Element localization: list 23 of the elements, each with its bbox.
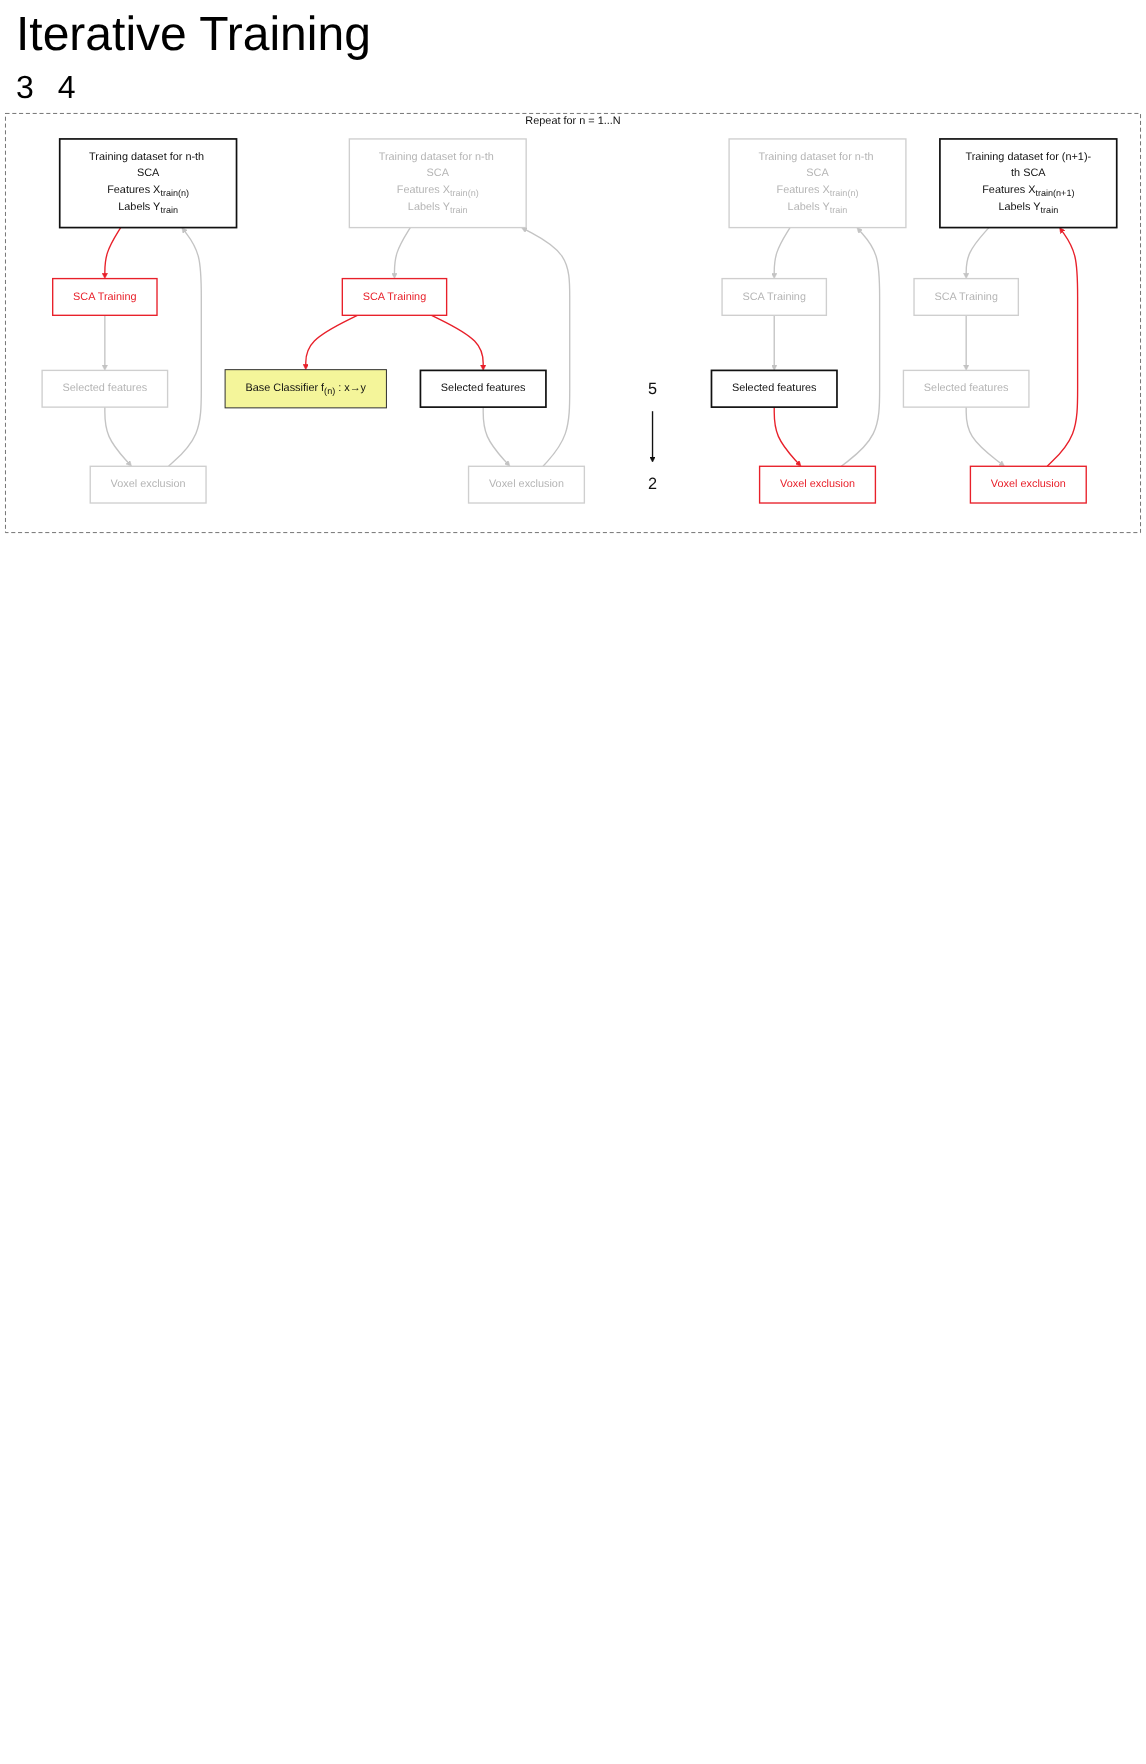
arrow bbox=[430, 314, 487, 371]
arrow bbox=[963, 314, 970, 371]
arrow bbox=[302, 314, 358, 370]
arrow bbox=[965, 406, 1005, 467]
arrow bbox=[482, 406, 511, 467]
arrow bbox=[101, 314, 108, 371]
arrow bbox=[391, 226, 411, 279]
arrow bbox=[771, 314, 778, 371]
arrow bbox=[840, 227, 881, 467]
arrow bbox=[771, 226, 791, 279]
step-number: 3 bbox=[16, 72, 34, 106]
arrow bbox=[963, 226, 990, 279]
arrow bbox=[167, 227, 202, 467]
arrow bbox=[104, 406, 132, 467]
arrow bbox=[649, 410, 656, 463]
step-number: 4 bbox=[57, 72, 76, 106]
arrow bbox=[1046, 227, 1079, 467]
arrow bbox=[521, 227, 571, 467]
node-text: 2 bbox=[647, 475, 658, 494]
diagram-title: Iterative Training bbox=[16, 8, 373, 64]
arrow bbox=[773, 406, 802, 467]
arrow bbox=[101, 226, 122, 279]
node-text: 5 bbox=[647, 379, 658, 398]
